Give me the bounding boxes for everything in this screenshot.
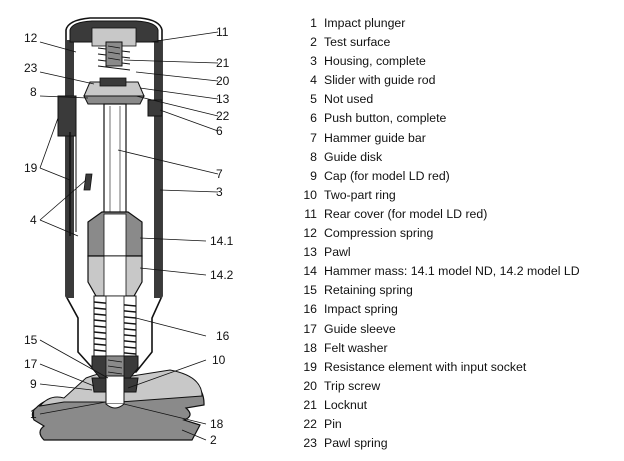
hammer-mass-14-2 [87,255,143,297]
callout-14-2: 14.2 [210,268,234,282]
callout-8: 8 [30,85,37,99]
impact-spring [93,295,137,361]
hammer-guide-bar [103,103,127,217]
callout-3: 3 [216,185,223,199]
cutaway-drawing: 11 12 21 23 20 8 13 22 6 19 7 3 4 14.1 1… [24,17,234,447]
callout-10: 10 [212,353,226,367]
callout-15: 15 [24,333,38,347]
slider [83,173,93,191]
callout-18: 18 [210,417,224,431]
push-button [147,99,163,117]
callout-23: 23 [24,61,38,75]
callout-13: 13 [216,92,230,106]
locknut [105,41,123,67]
resistance-element [57,95,77,236]
impact-plunger [105,375,125,409]
callout-17: 17 [24,357,38,371]
callout-9: 9 [30,377,37,391]
callout-6: 6 [216,124,223,138]
callout-19: 19 [24,161,38,175]
leader-lines [39,31,219,441]
callout-12: 12 [24,31,38,45]
guide-sleeve [91,355,139,379]
callout-21: 21 [216,56,230,70]
callout-16: 16 [216,329,230,343]
callout-1: 1 [30,407,37,421]
callout-4: 4 [30,213,37,227]
callout-7: 7 [216,167,223,181]
callout-20: 20 [216,74,230,88]
callout-22: 22 [216,109,230,123]
pawl-assembly [83,77,145,105]
callout-11: 11 [216,25,229,39]
callout-14-1: 14.1 [210,234,234,248]
hammer-mass-14-1 [87,211,143,257]
callout-2: 2 [210,433,217,447]
